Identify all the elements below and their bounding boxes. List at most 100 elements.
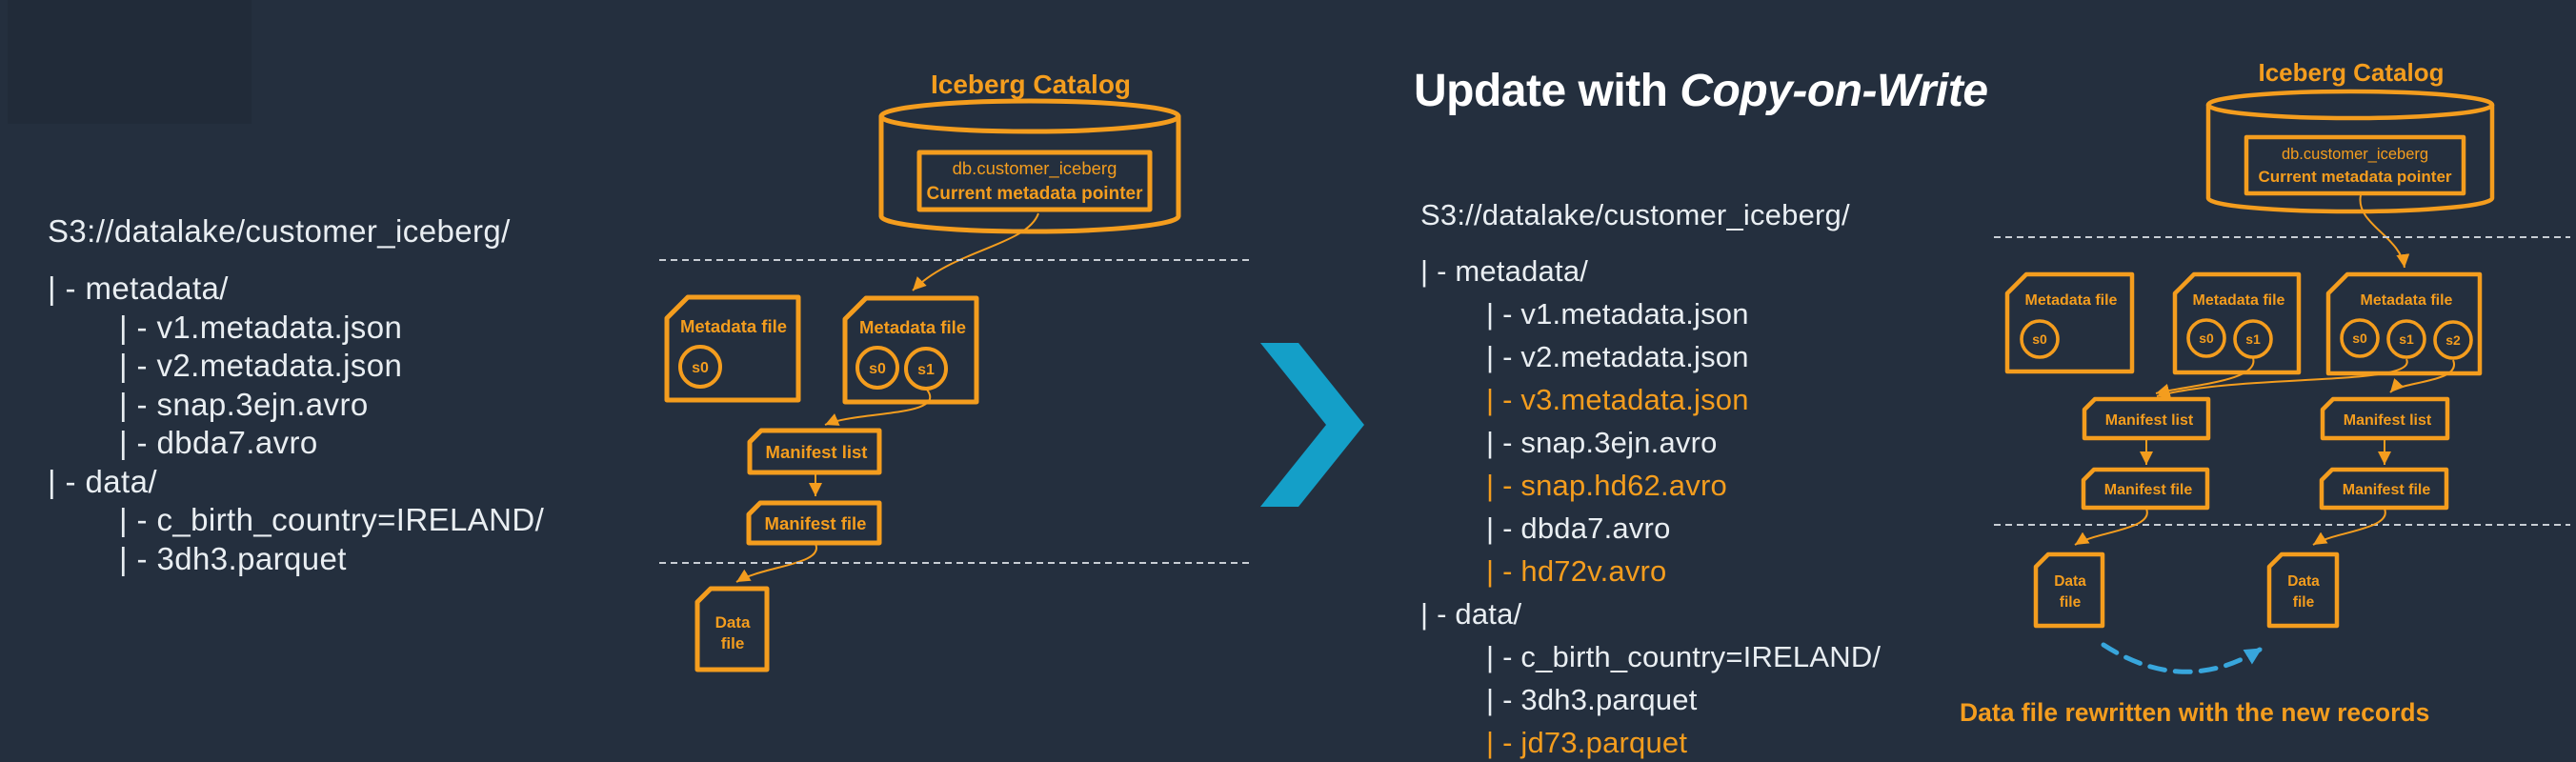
snapshot-circle [2186, 318, 2226, 358]
background-shade [8, 0, 252, 124]
metadata-file-box-1: Metadata file s0 [664, 294, 801, 403]
svg-text:Data: Data [2054, 573, 2086, 590]
catalog-cylinder-icon [878, 98, 1181, 234]
snapshot-to-manifest-arrow [2389, 359, 2455, 393]
svg-text:Manifest list: Manifest list [2105, 412, 2194, 429]
tree-item: | - 3dh3.parquet [119, 540, 347, 576]
tree-items: | - metadata/ | - v1.metadata.json | - v… [1420, 250, 1881, 762]
db-name: db.customer_iceberg [2282, 146, 2428, 163]
manifest-list-box: Manifest list [747, 428, 882, 475]
s3-file-tree-after: S3://datalake/customer_iceberg/ | - meta… [1420, 195, 1881, 762]
snapshot-circle [2433, 320, 2473, 360]
svg-text:Manifest list: Manifest list [2344, 412, 2432, 429]
tree-item: | - data/ [1420, 597, 1522, 631]
snapshot-circle [2386, 319, 2426, 359]
snapshot-circle [2020, 319, 2060, 359]
snapshot-circle [2340, 318, 2380, 358]
svg-text:Manifest file: Manifest file [765, 513, 867, 533]
tree-item-new: | - v3.metadata.json [1486, 383, 1749, 416]
metadata-file-box-1: Metadata file s0 [2004, 271, 2135, 374]
manifest-file-box-right: Manifest file [2319, 467, 2449, 511]
metadata-file-box-3: Metadata file s0 s1 s2 [2325, 271, 2483, 376]
svg-text:Manifest file: Manifest file [2104, 482, 2193, 498]
tree-item: | - dbda7.avro [1486, 511, 1671, 545]
catalog-pointer-box [2244, 134, 2466, 196]
catalog-pointer-box [916, 150, 1153, 212]
tree-item: | - v1.metadata.json [119, 309, 403, 345]
db-name: db.customer_iceberg [953, 158, 1117, 179]
svg-text:s1: s1 [2399, 331, 2414, 347]
current-metadata-pointer: Current metadata pointer [2258, 168, 2451, 186]
svg-text:file: file [2060, 594, 2082, 611]
diagram-title: Iceberg Catalog [2258, 58, 2444, 87]
s3-file-tree-before: S3://datalake/customer_iceberg/ | - meta… [48, 211, 544, 578]
svg-text:file: file [721, 634, 745, 652]
title-italic: Copy-on-Write [1680, 66, 1988, 116]
svg-text:s0: s0 [692, 360, 709, 376]
page-title: Update with Copy-on-Write [1414, 65, 1988, 117]
svg-text:s2: s2 [2445, 332, 2461, 348]
tree-item: | - snap.3ejn.avro [119, 386, 369, 422]
tree-item-new: | - jd73.parquet [1486, 726, 1688, 759]
snapshot-circle [678, 345, 722, 389]
metadata-file-box-2: Metadata file s0 s1 [2172, 271, 2302, 375]
snapshot-to-manifest-arrow [2156, 358, 2408, 399]
tree-item: | - dbda7.avro [119, 425, 318, 460]
s3-path-title: S3://datalake/customer_iceberg/ [48, 213, 511, 249]
svg-text:file: file [2293, 594, 2315, 611]
manifest-file-box: Manifest file [746, 500, 882, 546]
manifest-list-box-right: Manifest list [2320, 396, 2450, 441]
manifest-to-data-arrow [2312, 508, 2386, 546]
svg-text:Data: Data [2287, 573, 2320, 590]
tree-item: | - v2.metadata.json [1486, 340, 1749, 373]
tree-item-new: | - snap.hd62.avro [1486, 469, 1727, 502]
pointer-arrow [2359, 194, 2410, 269]
tree-item: | - metadata/ [48, 271, 229, 306]
current-metadata-pointer: Current metadata pointer [927, 184, 1144, 204]
tree-item: | - data/ [48, 463, 157, 499]
rewrite-caption: Data file rewritten with the new records [1960, 698, 2429, 727]
manifest-to-data-arrow [735, 543, 817, 583]
rewrite-arc-arrow [2101, 642, 2263, 674]
manifest-list-box-left: Manifest list [2082, 396, 2211, 441]
data-file-box-right: Data file [2266, 551, 2340, 629]
tree-item: | - snap.3ejn.avro [1486, 426, 1718, 459]
svg-text:Metadata file: Metadata file [2361, 292, 2453, 309]
diagram-title: Iceberg Catalog [931, 70, 1131, 99]
metadata-file-box-2: Metadata file s0 s1 [842, 295, 979, 405]
svg-text:s0: s0 [2352, 331, 2367, 346]
iceberg-diagram-after: Iceberg Catalog db.customer_iceberg Curr… [1960, 58, 2570, 727]
svg-text:Metadata file: Metadata file [2193, 292, 2285, 309]
svg-text:s1: s1 [917, 362, 935, 378]
tree-item: | - c_birth_country=IRELAND/ [119, 502, 545, 537]
svg-text:s0: s0 [869, 361, 886, 377]
snapshot-circle [904, 347, 948, 391]
svg-text:Manifest list: Manifest list [766, 442, 868, 462]
svg-text:s0: s0 [2032, 331, 2047, 347]
svg-text:s0: s0 [2199, 331, 2214, 346]
pointer-arrow [912, 212, 1039, 291]
tree-item-new: | - hd72v.avro [1486, 554, 1667, 588]
data-file-box-left: Data file [2033, 551, 2105, 629]
manifest-to-data-arrow [2074, 508, 2148, 546]
svg-text:Data: Data [715, 613, 751, 632]
tree-item: | - c_birth_country=IRELAND/ [1486, 640, 1882, 673]
svg-text:Manifest file: Manifest file [2343, 482, 2431, 498]
tree-item: | - v2.metadata.json [119, 348, 403, 383]
svg-text:s1: s1 [2245, 331, 2261, 347]
data-file-box: Data file [694, 586, 770, 672]
iceberg-diagram-before: Iceberg Catalog db.customer_iceberg Curr… [659, 70, 1254, 672]
s3-path-title: S3://datalake/customer_iceberg/ [1420, 198, 1850, 231]
chevron-right-icon [1260, 343, 1364, 507]
snapshot-to-manifest-arrow [824, 389, 932, 426]
tree-item: | - v1.metadata.json [1486, 297, 1749, 331]
tree-item: | - 3dh3.parquet [1486, 683, 1698, 716]
svg-text:Metadata file: Metadata file [859, 317, 966, 337]
snapshot-circle [2233, 319, 2273, 359]
svg-text:Metadata file: Metadata file [2025, 292, 2118, 309]
tree-item: | - metadata/ [1420, 254, 1589, 288]
tree-items: | - metadata/ | - v1.metadata.json | - v… [48, 270, 544, 578]
snapshot-circle [855, 346, 899, 390]
title-regular: Update with [1414, 66, 1680, 116]
